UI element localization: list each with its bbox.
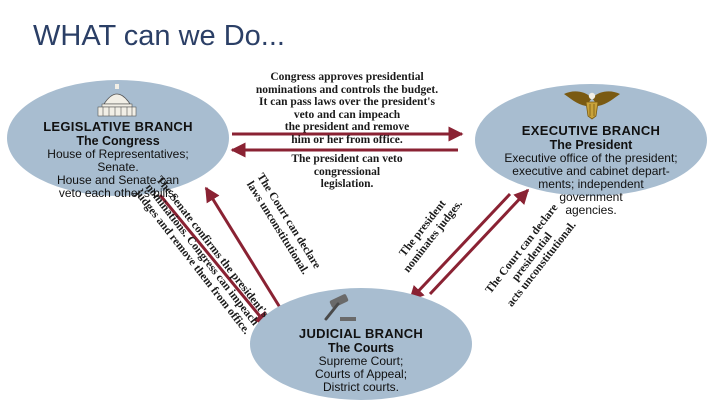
legislative-heading: LEGISLATIVE BRANCH — [43, 119, 193, 134]
executive-sub: The President — [549, 138, 633, 152]
legislative-body-line: Senate. — [97, 160, 139, 174]
legislative-text: LEGISLATIVE BRANCH The Congress House of… — [12, 119, 224, 200]
relation-line: Congress approves presidential — [270, 71, 424, 83]
arrow-courts-to-congress — [204, 186, 286, 315]
judicial-heading: JUDICIAL BRANCH — [298, 326, 424, 341]
relation-line: The president can veto — [291, 153, 403, 165]
relation-line: nominations and controls the budget. — [255, 83, 439, 96]
relation-line: congressional — [313, 165, 381, 178]
judicial-body-line: Supreme Court; — [318, 354, 404, 368]
judicial-sub: The Courts — [328, 341, 394, 355]
executive-body-line: government — [559, 190, 623, 204]
relation-line: the president and remove — [284, 121, 410, 133]
relation-line: him or her from office. — [291, 133, 403, 146]
relation-line: veto and can impeach — [293, 108, 401, 121]
legislative-body-line: House and Senate can — [56, 173, 180, 187]
arrow-congress-to-courts — [158, 194, 270, 328]
arrow-courts-to-president — [428, 188, 530, 296]
gavel-icon — [318, 293, 358, 323]
judicial-body-line: Courts of Appeal; — [314, 367, 408, 381]
executive-heading: EXECUTIVE BRANCH — [521, 123, 661, 138]
executive-body-line: executive and cabinet depart- — [512, 164, 670, 178]
executive-text: EXECUTIVE BRANCH The President Executive… — [478, 123, 704, 217]
judicial-body-line: District courts. — [322, 380, 399, 394]
executive-body-line: Executive office of the president; — [504, 151, 678, 165]
relation-line: It can pass laws over the president's — [259, 96, 435, 108]
arrow-president-to-courts — [408, 192, 512, 302]
legislative-body-line: veto each other's bills. — [58, 186, 178, 200]
page-title: WHAT can we Do... — [33, 20, 285, 52]
eagle-icon — [562, 88, 622, 120]
capitol-icon — [92, 84, 142, 118]
judicial-text: JUDICIAL BRANCH The Courts Supreme Court… — [256, 326, 466, 394]
judicial-circle — [250, 288, 472, 400]
congress-to-president-label: Congress approves presidential nominatio… — [212, 71, 482, 146]
legislative-sub: The Congress — [76, 134, 160, 148]
executive-body-line: ments; independent — [538, 177, 644, 191]
executive-body-line: agencies. — [565, 203, 617, 217]
relation-line: legislation. — [320, 178, 374, 190]
president-to-congress-label: The president can veto congressional leg… — [252, 153, 442, 191]
legislative-body-line: House of Representatives; — [47, 147, 189, 161]
